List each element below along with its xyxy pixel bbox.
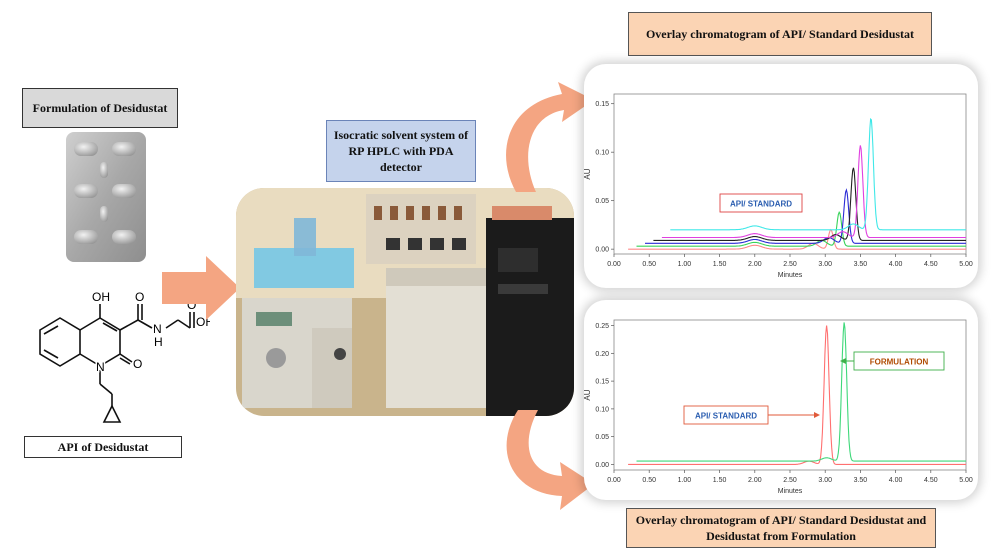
x-tick-label: 5.00 bbox=[959, 261, 973, 268]
x-tick-label: 2.00 bbox=[748, 477, 762, 484]
y-tick-label: 0.10 bbox=[595, 406, 609, 413]
x-tick-label: 3.50 bbox=[854, 477, 868, 484]
system-label: Isocratic solvent system of RP HPLC with… bbox=[326, 120, 476, 182]
annotation-box bbox=[719, 193, 803, 213]
annotation-arrowhead bbox=[814, 412, 820, 418]
chromatogram-bottom-chart: 0.00 0.50 1.00 1.50 2.00 2.50 3.00 3.50 4.00 4.50… bbox=[583, 319, 973, 495]
n-ring-atom: N bbox=[96, 360, 105, 374]
series-line bbox=[628, 228, 966, 250]
y-tick-label: 0.15 bbox=[595, 101, 609, 108]
annotation: API/ STANDARD bbox=[683, 405, 820, 425]
overlay-bottom-label-text: Overlay chromatogram of API/ Standard De… bbox=[635, 513, 927, 543]
series-line bbox=[661, 145, 966, 239]
y-tick-label: 0.05 bbox=[595, 198, 609, 205]
series-line bbox=[628, 325, 966, 465]
system-label-text: Isocratic solvent system of RP HPLC with… bbox=[333, 128, 469, 174]
y-tick-label: 0.00 bbox=[595, 247, 609, 254]
x-tick-label: 3.00 bbox=[818, 261, 832, 268]
overlay-bottom-label: Overlay chromatogram of API/ Standard De… bbox=[626, 508, 936, 548]
formulation-label-text: Formulation of Desidustat bbox=[32, 101, 168, 115]
annotation: FORMULATION bbox=[840, 351, 945, 371]
chromatogram-top-chart: 0.00 0.50 1.00 1.50 2.00 2.50 3.00 3.50 4.00 4.50… bbox=[583, 93, 973, 279]
y-axis-label: AU bbox=[584, 389, 592, 400]
hplc-instrument-image bbox=[236, 188, 574, 416]
api-label-text: API of Desidustat bbox=[57, 440, 149, 454]
annotation-text: API/ STANDARD bbox=[695, 412, 757, 421]
oh-atom: OH bbox=[92, 290, 110, 304]
formulation-label: Formulation of Desidustat bbox=[22, 88, 178, 128]
series-line bbox=[636, 211, 966, 247]
x-tick-label: 0.00 bbox=[607, 261, 621, 268]
y-tick-label: 0.20 bbox=[595, 351, 609, 358]
x-tick-label: 2.50 bbox=[783, 477, 797, 484]
x-tick-label: 0.00 bbox=[607, 477, 621, 484]
o-ring-atom: O bbox=[133, 357, 142, 371]
chromatogram-bottom-panel: 0.00 0.50 1.00 1.50 2.00 2.50 3.00 3.50 4.00 4.50… bbox=[583, 300, 978, 500]
annotation-arrowhead bbox=[840, 358, 846, 364]
arrow-down-curved-icon bbox=[506, 410, 594, 510]
x-tick-label: 0.50 bbox=[642, 261, 656, 268]
x-tick-label: 3.50 bbox=[854, 261, 868, 268]
x-tick-label: 4.00 bbox=[889, 477, 903, 484]
overlay-top-label: Overlay chromatogram of API/ Standard De… bbox=[628, 12, 932, 56]
y-tick-label: 0.25 bbox=[595, 323, 609, 330]
api-label: API of Desidustat bbox=[24, 436, 182, 458]
x-tick-label: 2.00 bbox=[748, 261, 762, 268]
y-tick-label: 0.10 bbox=[595, 150, 609, 157]
x-axis-label: Minutes bbox=[778, 272, 803, 279]
x-axis-label: Minutes bbox=[778, 488, 803, 495]
o-amide-atom: O bbox=[135, 290, 144, 304]
y-tick-label: 0.15 bbox=[595, 379, 609, 386]
nh-atom: N bbox=[153, 322, 162, 336]
x-tick-label: 1.00 bbox=[678, 261, 692, 268]
overlay-top-label-text: Overlay chromatogram of API/ Standard De… bbox=[645, 27, 915, 41]
x-tick-label: 1.50 bbox=[713, 477, 727, 484]
y-tick-label: 0.00 bbox=[595, 462, 609, 469]
x-tick-label: 0.50 bbox=[642, 477, 656, 484]
arrow-right-icon bbox=[162, 256, 240, 320]
x-tick-label: 4.00 bbox=[889, 261, 903, 268]
h-atom: H bbox=[154, 335, 163, 349]
x-tick-label: 5.00 bbox=[959, 477, 973, 484]
plot-area bbox=[613, 319, 967, 471]
annotation-text: API/ STANDARD bbox=[730, 200, 792, 209]
o-acid-atom: O bbox=[187, 298, 196, 312]
series-line bbox=[636, 322, 966, 462]
series-line bbox=[645, 188, 966, 244]
y-axis-label: AU bbox=[584, 168, 592, 179]
blister-pack-image bbox=[66, 132, 146, 262]
x-tick-label: 3.00 bbox=[818, 477, 832, 484]
annotation-text: FORMULATION bbox=[870, 358, 929, 367]
chromatogram-top-panel: 0.00 0.50 1.00 1.50 2.00 2.50 3.00 3.50 4.00 4.50… bbox=[583, 64, 978, 288]
annotation: API/ STANDARD bbox=[719, 193, 803, 213]
x-tick-label: 4.50 bbox=[924, 261, 938, 268]
series-line bbox=[670, 117, 966, 231]
series-line bbox=[653, 167, 966, 241]
x-tick-label: 1.50 bbox=[713, 261, 727, 268]
arrow-up-curved-icon bbox=[506, 82, 594, 192]
y-tick-label: 0.05 bbox=[595, 434, 609, 441]
desidustat-structure: OH O N H OH O O N bbox=[39, 290, 210, 423]
x-tick-label: 4.50 bbox=[924, 477, 938, 484]
x-tick-label: 1.00 bbox=[678, 477, 692, 484]
x-tick-label: 2.50 bbox=[783, 261, 797, 268]
